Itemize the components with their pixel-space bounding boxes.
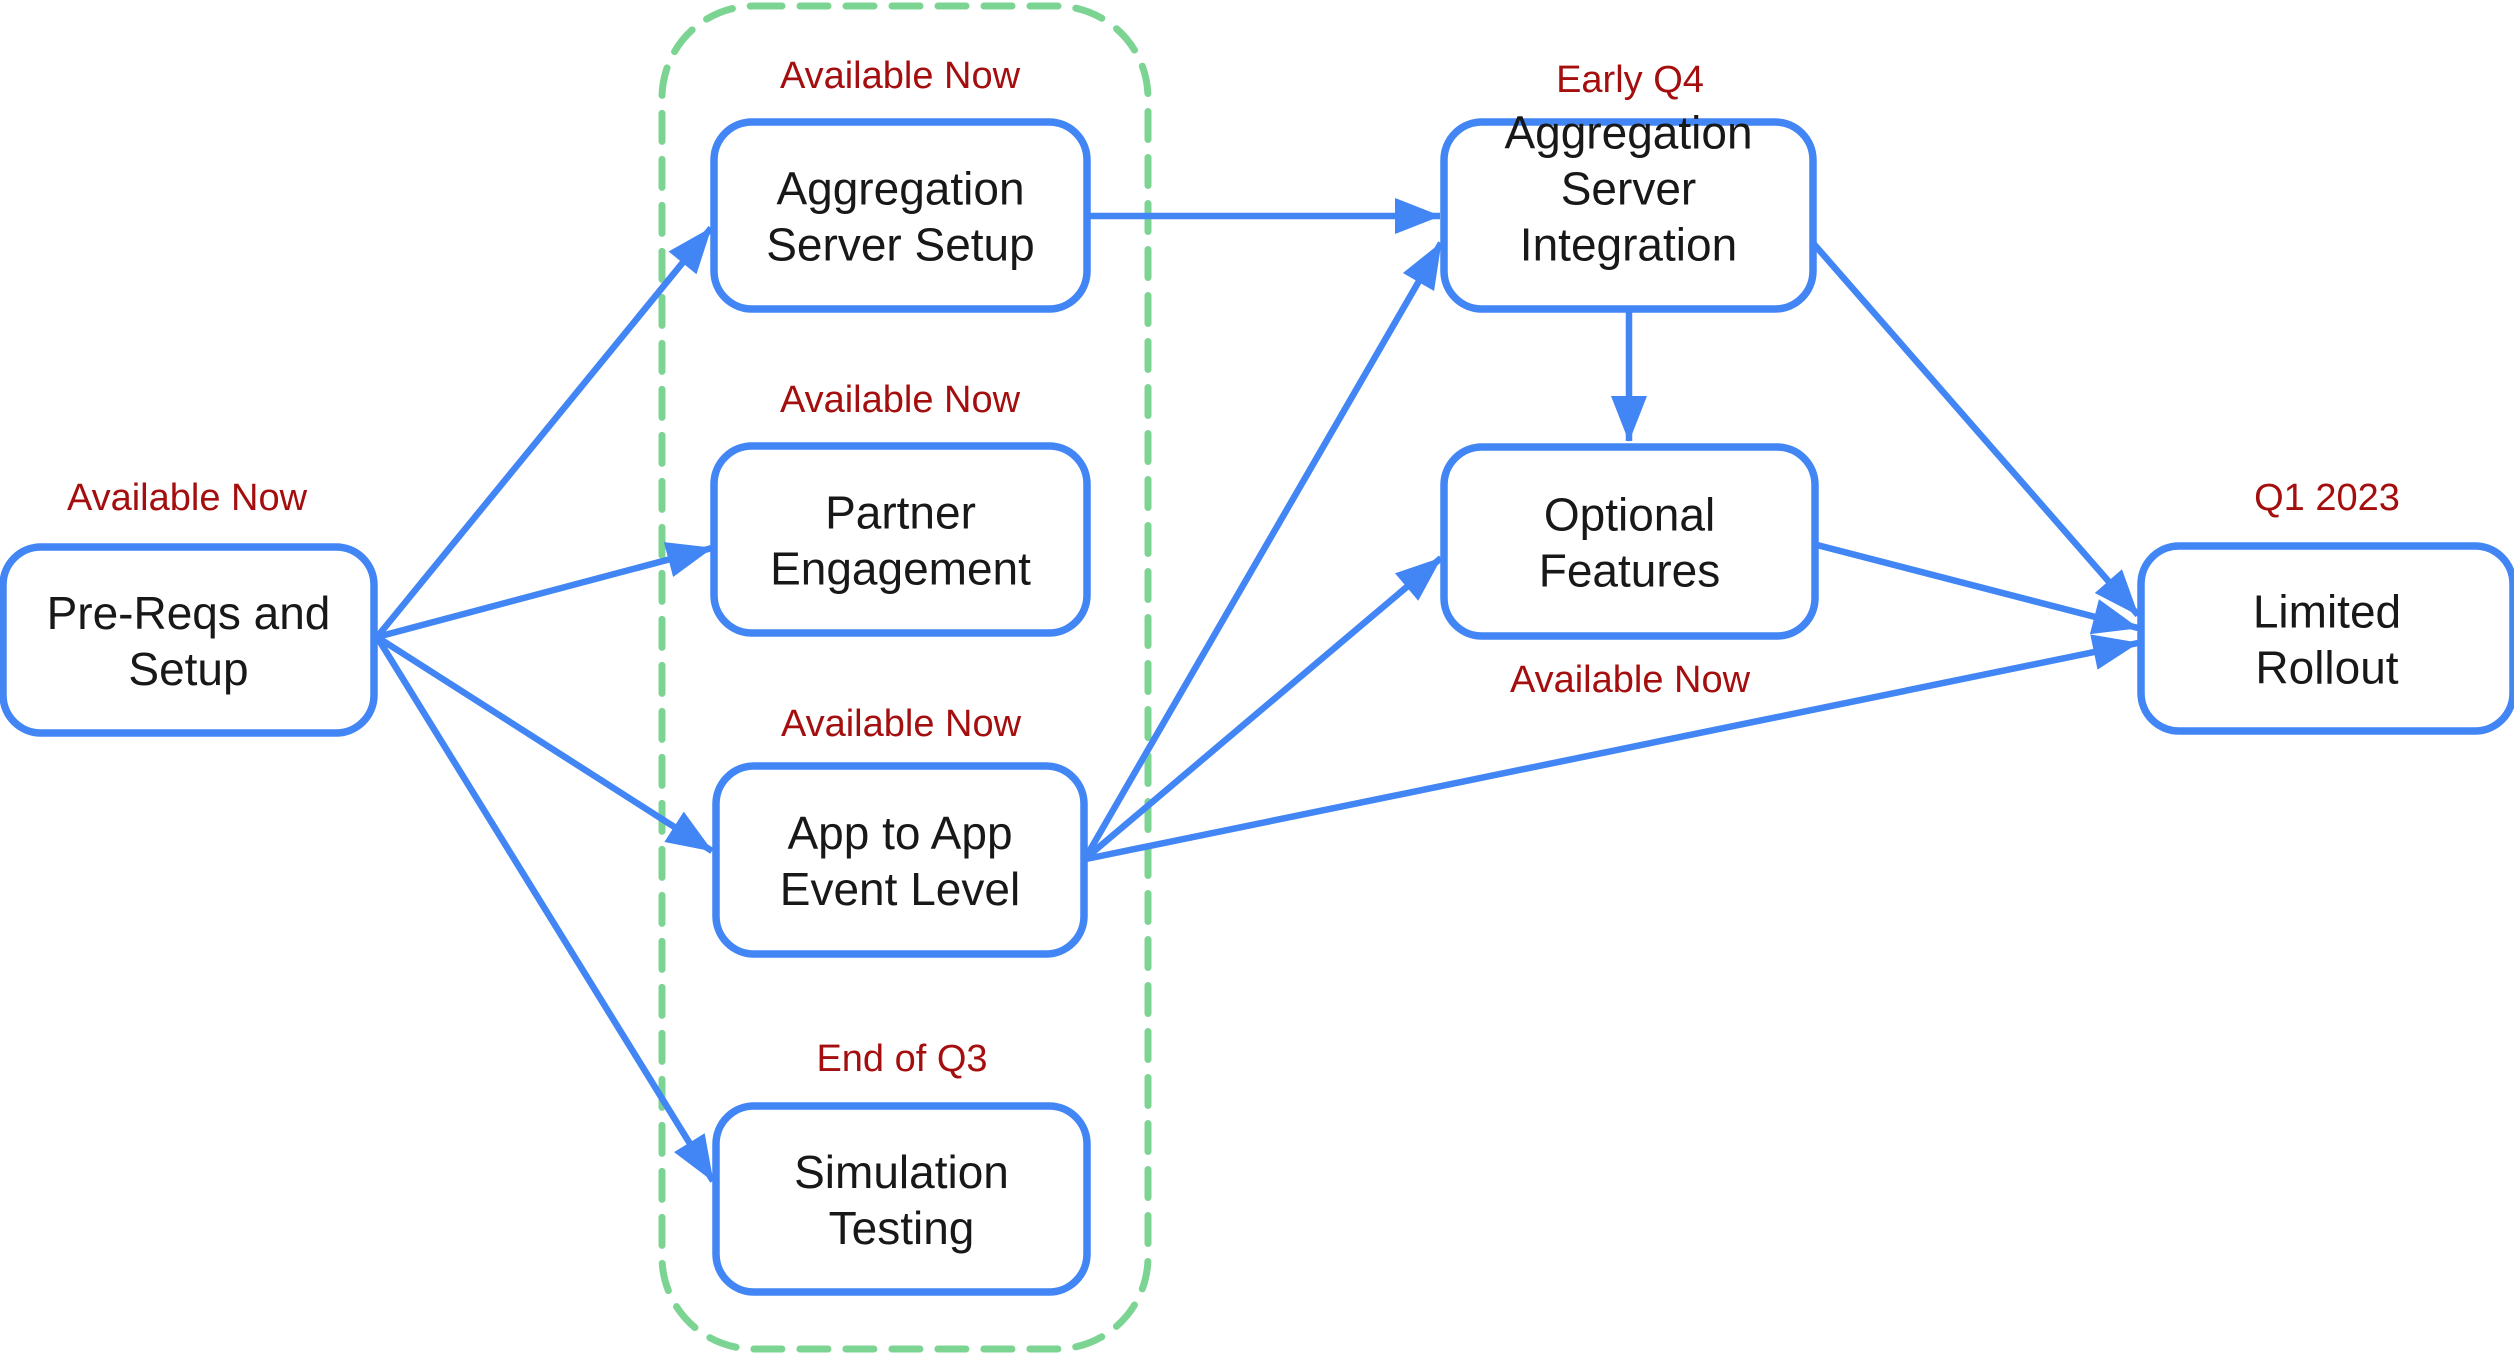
node-simulation-testing-label-line-1: Simulation	[794, 1146, 1009, 1198]
edge-app-to-app-to-agg-server-integration-arrow	[1083, 241, 1444, 859]
node-simulation-testing-label-line-2: Testing	[829, 1202, 975, 1254]
edge-app-to-app-to-optional-features-arrow	[1083, 555, 1444, 861]
edge-optional-features-to-limited-rollout-arrow	[1816, 541, 2139, 635]
node-agg-server-setup-box	[710, 118, 1091, 313]
node-optional-features-label-line-2: Features	[1539, 545, 1721, 597]
node-app-to-app-label-line-2: Event Level	[780, 863, 1020, 915]
node-agg-server-integration-label-line-3: Integration	[1520, 219, 1737, 271]
node-agg-server-setup-label-line-1: Aggregation	[776, 163, 1024, 215]
node-limited-rollout-label-line-2: Rollout	[2255, 642, 2398, 694]
node-app-to-app-label-line-1: App to App	[787, 807, 1012, 859]
node-agg-server-integration-label-line-1: Aggregation	[1504, 107, 1752, 159]
edge-prereqs-to-simulation-testing-arrow	[374, 635, 716, 1183]
node-prereqs-box	[0, 543, 378, 737]
node-prereqs-label-line-2: Setup	[128, 643, 248, 695]
node-app-to-app-box	[712, 762, 1088, 958]
node-prereqs-status-label: Available Now	[67, 477, 308, 519]
node-partner-engagement-status-label: Available Now	[780, 379, 1021, 421]
node-limited-rollout-box	[2137, 542, 2514, 735]
node-simulation-testing-status-label: End of Q3	[816, 1038, 987, 1080]
node-agg-server-setup-label-line-2: Server Setup	[766, 219, 1034, 271]
edge-prereqs-to-app-to-app-arrow	[375, 634, 714, 854]
node-optional-features-box	[1440, 443, 1819, 640]
edge-prereqs-to-partner-engagement-arrow	[376, 542, 713, 641]
node-agg-server-setup-status-label: Available Now	[780, 55, 1021, 97]
node-app-to-app-status-label: Available Now	[781, 703, 1022, 745]
edge-app-to-app-to-limited-rollout-arrow	[1085, 634, 2139, 863]
node-simulation-testing-box	[712, 1102, 1091, 1296]
node-agg-server-integration-box	[1440, 118, 1817, 313]
available-now-group-outline	[658, 2, 1152, 1353]
node-partner-engagement-box	[710, 442, 1091, 637]
node-optional-features-label-line-1: Optional	[1544, 489, 1715, 541]
node-partner-engagement-label-line-1: Partner	[825, 487, 976, 539]
edge-prereqs-to-agg-server-setup-arrow	[374, 225, 714, 640]
node-limited-rollout-status-label: Q1 2023	[2254, 477, 2400, 519]
node-limited-rollout-label-line-1: Limited	[2253, 586, 2401, 638]
node-optional-features-status-label: Available Now	[1510, 659, 1751, 701]
edge-agg-server-integration-to-limited-rollout-arrow	[1810, 240, 2141, 618]
node-prereqs-label-line-1: Pre-Reqs and	[47, 587, 331, 639]
node-agg-server-integration-status-label: Early Q4	[1556, 59, 1704, 101]
node-agg-server-integration-label-line-2: Server	[1561, 163, 1696, 215]
node-partner-engagement-label-line-2: Engagement	[770, 543, 1031, 595]
